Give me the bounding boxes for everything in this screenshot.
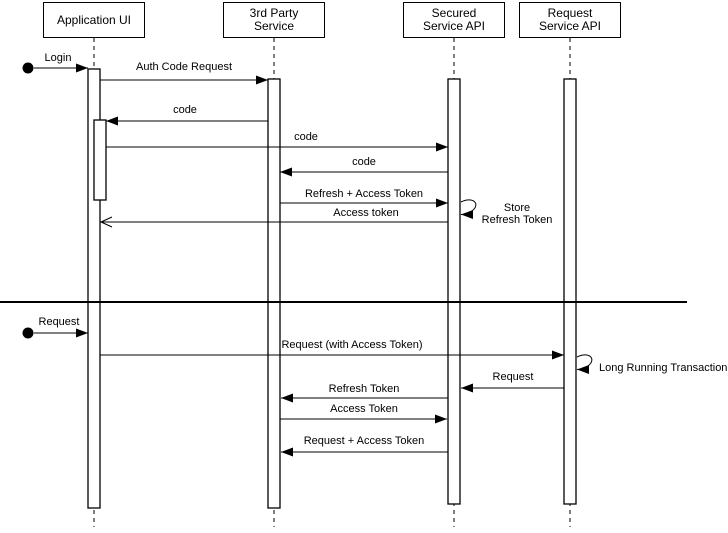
actor-box-secured-service-api: Secured Service API bbox=[403, 2, 505, 38]
message-label-request-plus-access-token: Request + Access Token bbox=[303, 435, 425, 447]
activation-bar-request-service-api bbox=[563, 78, 577, 505]
message-label-store-refresh-token: Store Refresh Token bbox=[481, 202, 553, 226]
message-label-refresh-token: Refresh Token bbox=[328, 383, 400, 395]
message-label-request-start: Request bbox=[38, 316, 80, 328]
message-label-auth-code-request: Auth Code Request bbox=[135, 61, 233, 73]
message-label-request-with-access-token: Request (with Access Token) bbox=[281, 339, 423, 351]
initial-node-request bbox=[22, 327, 34, 339]
activation-bar-application-ui-nested bbox=[93, 119, 107, 201]
activation-bar-secured-service-api bbox=[447, 78, 461, 505]
actor-box-3rd-party-service: 3rd Party Service bbox=[223, 2, 325, 38]
initial-node-login bbox=[22, 62, 34, 74]
message-label-code-3: code bbox=[352, 156, 376, 168]
self-message-long-running-transaction bbox=[576, 354, 593, 374]
message-label-request-to-secured: Request bbox=[492, 371, 534, 383]
self-message-store-refresh-token bbox=[460, 199, 477, 219]
message-label-long-running-transaction: Long Running Transaction bbox=[599, 362, 728, 374]
message-label-access-token-2: Access Token bbox=[330, 403, 398, 415]
actor-box-request-service-api: Request Service API bbox=[519, 2, 621, 38]
activation-bar-3rd-party-service bbox=[267, 78, 281, 509]
message-label-login: Login bbox=[44, 52, 72, 64]
message-label-access-token-return: Access token bbox=[333, 207, 399, 219]
message-label-code-2: code bbox=[294, 131, 318, 143]
message-label-refresh-plus-access-token: Refresh + Access Token bbox=[304, 188, 424, 200]
actor-box-application-ui: Application UI bbox=[43, 2, 145, 38]
message-label-code-1: code bbox=[173, 104, 197, 116]
